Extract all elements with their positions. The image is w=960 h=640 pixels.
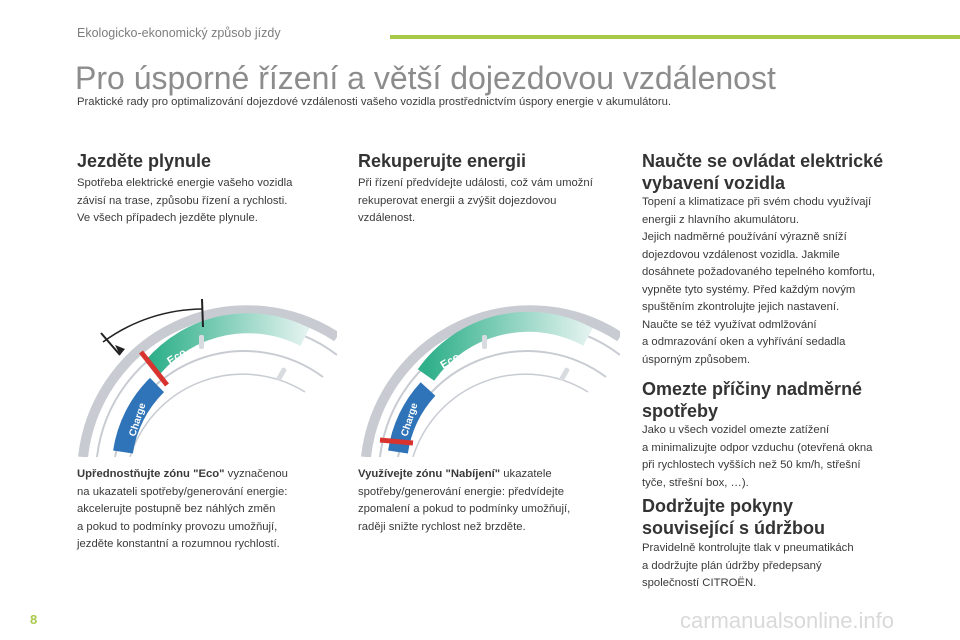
text-line: Jejich nadměrné používání výrazně sníží xyxy=(642,231,847,243)
gauge-eco-svg: Charge Eco xyxy=(78,298,337,457)
header-accent-bar xyxy=(390,35,960,39)
text-line: a dodržujte plán údržby předepsaný xyxy=(642,559,822,572)
page-title: Pro úsporné řízení a větší dojezdovou vz… xyxy=(75,60,776,96)
caption-charge-first: ukazatele xyxy=(500,468,552,480)
heading-drive-smoothly: Jezděte plynule xyxy=(77,151,212,171)
caption-eco-bold: Upřednostňujte zónu "Eco" xyxy=(77,468,225,480)
caption-charge-bold: Využívejte zónu "Nabíjení" xyxy=(358,468,501,480)
heading-maintenance: Dodržujte pokyny související s údržbou xyxy=(642,495,825,539)
text-line: Jako u všech vozidel omezte zatížení xyxy=(642,424,830,436)
heading-excess-consumption: Omezte příčiny nadměrné spotřeby xyxy=(642,378,862,422)
text-line: raději snižte rychlost než brzděte. xyxy=(358,520,526,533)
text-line: na ukazateli spotřeby/generování energie… xyxy=(77,485,288,498)
heading-line: spotřeby xyxy=(642,401,719,421)
heading-line: Dodržujte pokyny xyxy=(642,496,794,516)
heading-line: vybavení vozidla xyxy=(642,173,786,193)
text-line: při rychlostech vyšších než 50 km/h, stř… xyxy=(642,459,861,471)
text-line: zpomalení a pokud to podmínky umožňují, xyxy=(358,503,571,515)
text-line: spotřeby/generování energie: předvídejte xyxy=(358,485,564,498)
page-subtitle: Praktické rady pro optimalizování dojezd… xyxy=(77,96,672,108)
text-line: Naučte se též využívat odmlžování xyxy=(642,318,817,331)
text-maintenance: Pravidelně kontrolujte tlak v pneumatiká… xyxy=(642,540,854,593)
text-line: Pravidelně kontrolujte tlak v pneumatiká… xyxy=(642,542,854,554)
heading-recuperate-energy: Rekuperujte energii xyxy=(358,151,527,171)
heading-line: Omezte příčiny nadměrné xyxy=(642,379,863,399)
text-line: tyče, střešní box, …). xyxy=(642,476,749,489)
heading-line: související s údržbou xyxy=(642,518,826,538)
gauge-charge-svg: Charge Eco xyxy=(361,305,620,457)
text-line: energii z hlavního akumulátoru. xyxy=(642,213,799,226)
text-line: dosáhnete požadovaného tepelného komfort… xyxy=(642,266,876,278)
gauge-charge-zone-illustration: Charge Eco xyxy=(358,297,620,457)
text-line: Ve všech případech jezděte plynule. xyxy=(77,212,258,224)
heading-line: Naučte se ovládat elektrické xyxy=(642,151,884,171)
text-line: a minimalizujte odpor vzduchu (otevřená … xyxy=(642,441,873,454)
text-electrical-equipment: Topení a klimatizace při svém chodu využ… xyxy=(642,194,875,369)
section-header: Ekologicko-ekonomický způsob jízdy xyxy=(77,26,281,40)
text-excess-consumption: Jako u všech vozidel omezte zatížení a m… xyxy=(642,422,872,492)
heading-electrical-equipment: Naučte se ovládat elektrické vybavení vo… xyxy=(642,150,883,194)
gauge-eco-zone-illustration: Charge Eco xyxy=(75,297,337,457)
text-drive-smoothly: Spotřeba elektrické energie vašeho vozid… xyxy=(77,175,292,228)
text-line: rekuperovat energii a zvýšit dojezdovou xyxy=(358,194,557,207)
text-line: jezděte konstantní a rozumnou rychlostí. xyxy=(77,538,280,550)
text-line: dojezdovou vzdálenost vozidla. Jakmile xyxy=(642,248,840,261)
text-line: spuštěním zkontrolujte jejich nastavení. xyxy=(642,301,840,313)
caption-charge: Využívejte zónu "Nabíjení" ukazatele spo… xyxy=(358,466,570,536)
text-line: vypněte tyto systémy. Před každým novým xyxy=(642,283,856,296)
caption-eco-first: vyznačenou xyxy=(224,468,288,480)
text-line: úsporným způsobem. xyxy=(642,353,750,366)
text-line: akcelerujte postupně bez náhlých změn xyxy=(77,503,276,515)
caption-eco: Upřednostňujte zónu "Eco" vyznačenou na … xyxy=(77,466,288,554)
text-line: Topení a klimatizace při svém chodu využ… xyxy=(642,196,872,208)
text-line: závisí na trase, způsobu řízení a rychlo… xyxy=(77,194,288,207)
page-number: 8 xyxy=(30,612,38,627)
text-recuperate-energy: Při řízení předvídejte události, což vám… xyxy=(358,175,593,228)
text-line: Při řízení předvídejte události, což vám… xyxy=(358,177,593,189)
watermark: carmanualsonline.info xyxy=(680,608,895,633)
text-line: Spotřeba elektrické energie vašeho vozid… xyxy=(77,177,293,189)
text-line: společností CITROËN. xyxy=(642,577,757,589)
text-line: vzdálenost. xyxy=(358,212,416,224)
text-line: a pokud to podmínky provozu umožňují, xyxy=(77,520,278,533)
text-line: a odmrazování oken a vyhřívání sedadla xyxy=(642,336,846,348)
